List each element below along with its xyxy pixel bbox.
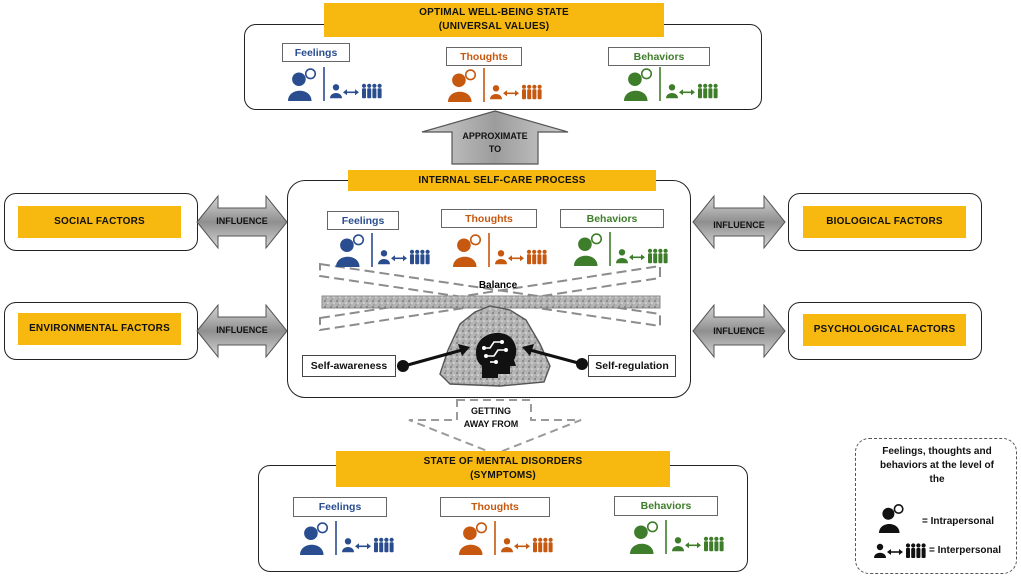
- internal-process-title: INTERNAL SELF-CARE PROCESS: [348, 170, 656, 191]
- environmental-factors-label: ENVIRONMENTAL FACTORS: [18, 313, 181, 345]
- legend-text: Feelings, thoughts and behaviors at the …: [862, 445, 1012, 487]
- feeling-icon-cluster: [624, 67, 718, 101]
- influence-double-arrow-icon: [196, 194, 288, 250]
- influence-label-social: INFLUENCE: [216, 216, 268, 226]
- feeling-icon-cluster: [448, 68, 542, 102]
- approximate-label: APPROXIMATE TO: [452, 130, 538, 156]
- influence-label-biological: INFLUENCE: [713, 220, 765, 230]
- influence-label-environmental: INFLUENCE: [216, 325, 268, 335]
- self-awareness-arrow: [397, 344, 470, 372]
- intrapersonal-person-icon: [879, 504, 904, 533]
- intrapersonal-person-icon: [574, 233, 603, 266]
- influence-double-arrow-icon: [196, 303, 288, 359]
- intrapersonal-person-icon: [300, 522, 329, 555]
- interpersonal-group-icon: [330, 83, 382, 99]
- intrapersonal-person-icon: [288, 68, 317, 101]
- head-brain-icon: [476, 332, 517, 378]
- self-awareness-label: Self-awareness: [302, 355, 396, 377]
- optimal-state-title: OPTIMAL WELL-BEING STATE (UNIVERSAL VALU…: [324, 3, 664, 37]
- legend-line1: Feelings, thoughts and: [882, 446, 992, 457]
- self-regulation-arrow: [522, 344, 588, 370]
- interpersonal-group-icon: [616, 248, 668, 264]
- intrapersonal-person-icon: [336, 234, 365, 267]
- influence-double-arrow-icon: [692, 194, 786, 250]
- interpersonal-group-icon: [342, 537, 394, 553]
- approximate-line1: APPROXIMATE: [462, 131, 528, 141]
- legend-line3: the: [929, 474, 945, 485]
- internal-feelings-label: Feelings: [327, 211, 399, 230]
- legend-line2: behaviors at the level of: [880, 460, 994, 471]
- intrapersonal-person-icon: [448, 69, 477, 102]
- optimal-title-line2: (UNIVERSAL VALUES): [438, 21, 550, 32]
- feeling-icon-cluster: [453, 233, 547, 267]
- interpersonal-group-icon: [501, 537, 553, 553]
- interpersonal-group-icon: [672, 536, 724, 552]
- getting-away-line1: GETTING: [471, 406, 511, 416]
- feeling-icon-cluster: [630, 520, 724, 554]
- legend-panel: [855, 438, 1017, 574]
- interpersonal-group-icon: [666, 83, 718, 99]
- feeling-icon-cluster: [459, 521, 553, 555]
- optimal-title-line1: OPTIMAL WELL-BEING STATE: [419, 7, 569, 18]
- balance-label: Balance: [478, 280, 518, 291]
- influence-double-arrow-icon: [692, 303, 786, 359]
- intrapersonal-person-icon: [453, 234, 482, 267]
- interpersonal-group-icon: [874, 543, 926, 558]
- disorders-behaviors-label: Behaviors: [614, 496, 718, 516]
- disorders-thoughts-label: Thoughts: [440, 497, 550, 517]
- internal-thoughts-label: Thoughts: [441, 209, 537, 228]
- psychological-factors-label: PSYCHOLOGICAL FACTORS: [803, 314, 966, 346]
- disorders-title: STATE OF MENTAL DISORDERS (SYMPTOMS): [336, 451, 670, 487]
- getting-away-label: GETTING AWAY FROM: [448, 405, 534, 431]
- disorders-title-line1: STATE OF MENTAL DISORDERS: [423, 456, 583, 467]
- balance-scale: [319, 262, 661, 387]
- getting-away-arrow: [408, 399, 582, 456]
- interpersonal-group-icon: [490, 84, 542, 100]
- legend-interpersonal-label: = Interpersonal: [929, 545, 1001, 556]
- social-factors-label: SOCIAL FACTORS: [18, 206, 181, 238]
- approximate-arrow: [421, 110, 569, 165]
- internal-behaviors-label: Behaviors: [560, 209, 664, 228]
- feeling-icon-cluster: [288, 67, 382, 101]
- intrapersonal-person-icon: [459, 522, 488, 555]
- intrapersonal-person-icon: [624, 68, 653, 101]
- optimal-thoughts-label: Thoughts: [446, 47, 522, 66]
- intrapersonal-person-icon: [630, 521, 659, 554]
- influence-label-psychological: INFLUENCE: [713, 326, 765, 336]
- self-regulation-label: Self-regulation: [588, 355, 676, 377]
- getting-away-line2: AWAY FROM: [463, 419, 519, 429]
- biological-factors-label: BIOLOGICAL FACTORS: [803, 206, 966, 238]
- optimal-feelings-label: Feelings: [282, 43, 350, 62]
- disorders-title-line2: (SYMPTOMS): [470, 470, 536, 481]
- legend-intrapersonal-label: = Intrapersonal: [922, 516, 994, 527]
- feeling-icon-cluster: [574, 232, 668, 266]
- feeling-icon-cluster: [300, 521, 394, 555]
- feeling-icon-cluster: [336, 233, 430, 267]
- interpersonal-group-icon: [495, 249, 547, 265]
- approximate-line2: TO: [488, 144, 502, 154]
- interpersonal-group-icon: [378, 249, 430, 265]
- optimal-behaviors-label: Behaviors: [608, 47, 710, 66]
- disorders-feelings-label: Feelings: [293, 497, 387, 517]
